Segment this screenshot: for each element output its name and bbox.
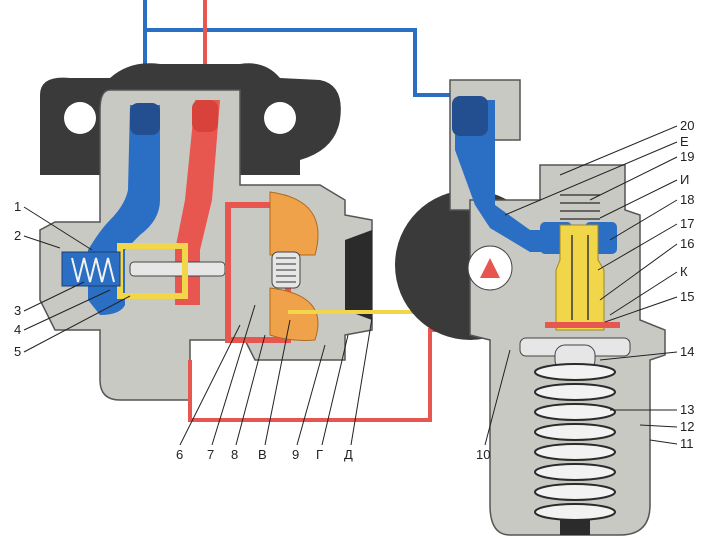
red-seat: [545, 322, 620, 328]
label-10: 10: [476, 447, 490, 462]
main-coil-spring: [534, 363, 616, 521]
blue-port-cap-left: [130, 103, 160, 135]
label-20: 20: [680, 118, 694, 133]
label-14: 14: [680, 344, 694, 359]
label-2: 2: [14, 228, 21, 243]
diaphragm-thread: [276, 257, 296, 283]
leader-lines: [23, 125, 678, 446]
label-3: 3: [14, 303, 21, 318]
label-7: 7: [207, 447, 214, 462]
red-port-cap-left: [192, 100, 218, 132]
label-8: 8: [231, 447, 238, 462]
blue-line-top: [143, 0, 455, 97]
callout-labels: 1 2 3 4 5 6 7 8 В 9 Г Д 10 11 12 13 14 1…: [14, 118, 694, 462]
diaphragm-upper: [269, 191, 319, 256]
blue-chamber-right: [455, 100, 560, 252]
label-K: К: [680, 264, 688, 279]
label-D: Д: [344, 447, 353, 462]
label-1: 1: [14, 199, 21, 214]
left-regulator-unit: [39, 63, 373, 401]
label-9: 9: [292, 447, 299, 462]
diaphragm-lower: [269, 287, 319, 341]
mounting-hole-right: [264, 102, 296, 134]
label-4: 4: [14, 322, 21, 337]
label-11: 11: [680, 436, 694, 451]
label-16: 16: [680, 236, 694, 251]
label-12: 12: [680, 419, 694, 434]
label-I: И: [680, 172, 689, 187]
label-E: Е: [680, 134, 689, 149]
blue-port-cap-right: [452, 96, 488, 136]
label-18: 18: [680, 192, 694, 207]
yellow-valve-stem-lines: [571, 235, 589, 320]
label-13: 13: [680, 402, 694, 417]
label-B: В: [258, 447, 267, 462]
mounting-hole-left: [64, 102, 96, 134]
label-17: 17: [680, 216, 694, 231]
spring-bottom-plug: [560, 520, 590, 535]
label-G: Г: [316, 447, 323, 462]
inlet-fitting-triangle: [480, 258, 500, 278]
label-15: 15: [680, 289, 694, 304]
top-valve-spring: [560, 194, 600, 220]
valve-stem: [129, 261, 226, 277]
label-5: 5: [14, 344, 21, 359]
outlet-cone: [345, 230, 372, 320]
yellow-valve-body: [555, 224, 605, 331]
label-6: 6: [176, 447, 183, 462]
valve-spring: [71, 257, 115, 283]
right-valve-unit: [395, 79, 666, 536]
label-19: 19: [680, 149, 694, 164]
